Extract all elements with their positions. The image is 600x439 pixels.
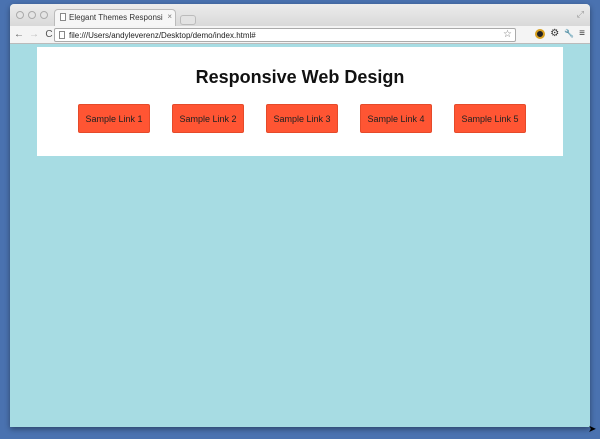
browser-tab[interactable]: Elegant Themes Responsi × bbox=[54, 9, 176, 26]
url-text: file:///Users/andyleverenz/Desktop/demo/… bbox=[69, 31, 256, 40]
sample-link-3[interactable]: Sample Link 3 bbox=[266, 104, 338, 133]
page-icon bbox=[59, 31, 65, 39]
sample-link-5[interactable]: Sample Link 5 bbox=[454, 104, 526, 133]
fullscreen-icon[interactable]: ⤢ bbox=[576, 9, 584, 19]
browser-window: Elegant Themes Responsi × ⤢ ← → C file:/… bbox=[10, 4, 590, 427]
forward-icon[interactable]: → bbox=[29, 29, 39, 40]
extension-icon[interactable] bbox=[535, 28, 546, 39]
window-controls bbox=[16, 11, 48, 19]
sample-link-1[interactable]: Sample Link 1 bbox=[78, 104, 150, 133]
tab-title: Elegant Themes Responsi bbox=[69, 13, 163, 22]
header-card: Responsive Web Design Sample Link 1 Samp… bbox=[37, 47, 563, 156]
minimize-window-button[interactable] bbox=[28, 11, 36, 19]
toolbar-icons: ⚙ 🔧 ≡ bbox=[535, 28, 585, 39]
mouse-cursor-icon: ➤ bbox=[588, 424, 597, 435]
tab-close-icon[interactable]: × bbox=[167, 12, 172, 21]
page-icon bbox=[60, 13, 66, 21]
back-icon[interactable]: ← bbox=[14, 29, 24, 40]
sample-link-4[interactable]: Sample Link 4 bbox=[360, 104, 432, 133]
title-bar: Elegant Themes Responsi × ⤢ bbox=[10, 4, 590, 26]
wrench-icon[interactable]: 🔧 bbox=[564, 29, 575, 38]
new-tab-button[interactable] bbox=[180, 15, 196, 25]
nav-links: Sample Link 1 Sample Link 2 Sample Link … bbox=[78, 104, 526, 133]
menu-icon[interactable]: ≡ bbox=[579, 28, 585, 39]
browser-toolbar: ← → C file:///Users/andyleverenz/Desktop… bbox=[10, 26, 590, 44]
gear-icon[interactable]: ⚙ bbox=[550, 28, 560, 39]
sample-link-2[interactable]: Sample Link 2 bbox=[172, 104, 244, 133]
page-title: Responsive Web Design bbox=[195, 67, 405, 87]
close-window-button[interactable] bbox=[16, 11, 24, 19]
reload-icon[interactable]: C bbox=[45, 29, 53, 40]
bookmark-star-icon[interactable]: ☆ bbox=[503, 29, 512, 40]
address-bar[interactable]: file:///Users/andyleverenz/Desktop/demo/… bbox=[54, 28, 516, 42]
zoom-window-button[interactable] bbox=[40, 11, 48, 19]
